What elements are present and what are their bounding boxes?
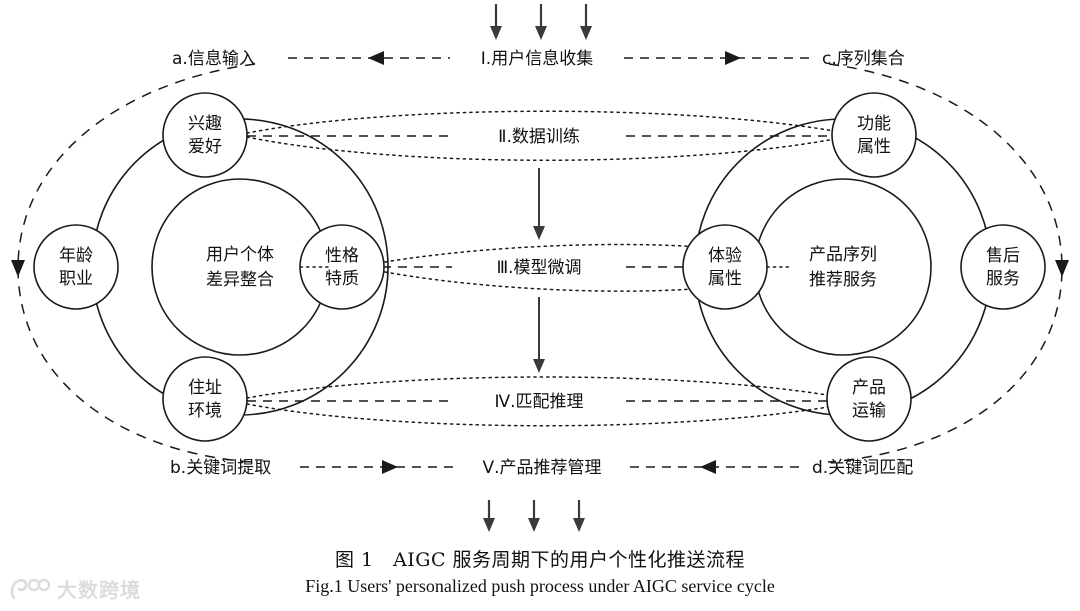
flow-arrow-stage2-to-stage3	[533, 168, 545, 240]
bottom-arrow-1	[483, 500, 495, 532]
label-a-information-input: a.信息输入	[172, 49, 256, 69]
top-arrow-3	[580, 4, 592, 40]
left-core-label-line2: 差异整合	[206, 270, 274, 290]
center-flow-arrows	[533, 168, 545, 373]
node-interest-line1: 兴趣	[188, 114, 222, 134]
left-feedback-arc	[17, 63, 256, 463]
node-age-occupation-line2: 职业	[59, 269, 93, 289]
node-personality-line2: 特质	[325, 269, 359, 289]
bottom-right-arrowhead	[700, 460, 716, 474]
node-interest-circle[interactable]	[162, 92, 248, 178]
caption-chinese: 图 1 AIGC 服务周期下的用户个性化推送流程	[334, 549, 746, 571]
node-product-transport-line1: 产品	[852, 378, 886, 398]
node-experience-attribute-line1: 体验	[708, 246, 742, 266]
stage4-dot-lower	[246, 403, 846, 427]
right-core-label-line2: 推荐服务	[809, 270, 877, 290]
node-personality[interactable]: 性格 特质	[299, 224, 385, 310]
caption-english: Fig.1 Users' personalized push process u…	[305, 576, 775, 596]
node-after-sales-circle[interactable]	[960, 224, 1046, 310]
node-personality-line1: 性格	[325, 246, 359, 266]
top-input-arrows	[490, 4, 592, 40]
flow-arrow-stage3-to-stage4	[533, 297, 545, 373]
stage-4-connector-bundle: Ⅳ.匹配推理	[246, 376, 846, 427]
node-address-environment-line1: 住址	[188, 378, 222, 398]
node-age-occupation[interactable]: 年龄 职业	[33, 224, 119, 310]
bottom-arrow-3	[573, 500, 585, 532]
stage-4-label: Ⅳ.匹配推理	[494, 392, 583, 412]
figure-caption: 图 1 AIGC 服务周期下的用户个性化推送流程 Fig.1 Users' pe…	[0, 545, 1080, 597]
stage-5-label: Ⅴ.产品推荐管理	[482, 458, 601, 478]
bottom-left-arrowhead	[382, 460, 398, 474]
stage-1-label: Ⅰ.用户信息收集	[481, 49, 593, 69]
node-interest[interactable]: 兴趣 爱好	[162, 92, 248, 178]
bottom-row: b.关键词提取 Ⅴ.产品推荐管理 d.关键词匹配	[170, 458, 913, 478]
top-row: c.序列集合 --> a.信息输入 Ⅰ.用户信息收集 c.序列集合	[172, 49, 905, 69]
node-experience-attribute-line2: 属性	[708, 269, 742, 289]
node-function-attribute-circle[interactable]	[831, 92, 917, 178]
left-feedback-arrowhead	[11, 260, 25, 277]
node-after-sales-line1: 售后	[986, 246, 1020, 266]
node-function-attribute-line1: 功能	[857, 114, 891, 134]
top-arrow-1	[490, 4, 502, 40]
right-core-label-line1: 产品序列	[809, 245, 877, 265]
left-cluster: 用户个体 差异整合 兴趣 爱好 年龄 职业 性格 特质	[33, 92, 389, 442]
node-function-attribute[interactable]: 功能 属性	[831, 92, 917, 178]
label-c-sequence-set: c.序列集合	[822, 49, 905, 69]
node-age-occupation-circle[interactable]	[33, 224, 119, 310]
label-d-keyword-matching: d.关键词匹配	[812, 458, 913, 478]
node-product-transport-circle[interactable]	[826, 356, 912, 442]
bottom-output-arrows	[483, 500, 585, 532]
stage4-dot-upper	[246, 376, 846, 399]
node-product-transport-line2: 运输	[852, 401, 886, 421]
node-experience-attribute[interactable]: 体验 属性	[682, 224, 768, 310]
top-arrow-2	[535, 4, 547, 40]
left-core-label-line1: 用户个体	[206, 245, 274, 265]
node-address-environment-circle[interactable]	[162, 356, 248, 442]
right-cluster: 产品序列 推荐服务 功能 属性 体验 属性 售后 服务	[682, 92, 1046, 442]
node-product-transport[interactable]: 产品 运输	[826, 356, 912, 442]
node-age-occupation-line1: 年龄	[59, 246, 93, 266]
bottom-arrow-2	[528, 500, 540, 532]
node-function-attribute-line2: 属性	[857, 137, 891, 157]
stage-3-label: Ⅲ.模型微调	[496, 258, 581, 278]
stage2-dot-lower	[246, 136, 846, 161]
stage-2-connector-bundle: Ⅱ.数据训练	[246, 110, 846, 161]
label-b-keyword-extraction: b.关键词提取	[170, 458, 271, 478]
node-experience-attribute-circle[interactable]	[682, 224, 768, 310]
node-after-sales[interactable]: 售后 服务	[960, 224, 1046, 310]
node-interest-line2: 爱好	[188, 137, 222, 157]
outer-feedback-loops	[11, 63, 1069, 463]
node-after-sales-line2: 服务	[986, 269, 1020, 289]
top-left-arrowhead	[368, 51, 384, 65]
stage2-dot-upper	[246, 110, 846, 134]
stage-2-label: Ⅱ.数据训练	[498, 127, 580, 147]
top-right-arrowhead	[725, 51, 741, 65]
node-address-environment-line2: 环境	[188, 401, 222, 421]
node-address-environment[interactable]: 住址 环境	[162, 356, 248, 442]
right-feedback-arrowhead	[1055, 260, 1069, 277]
